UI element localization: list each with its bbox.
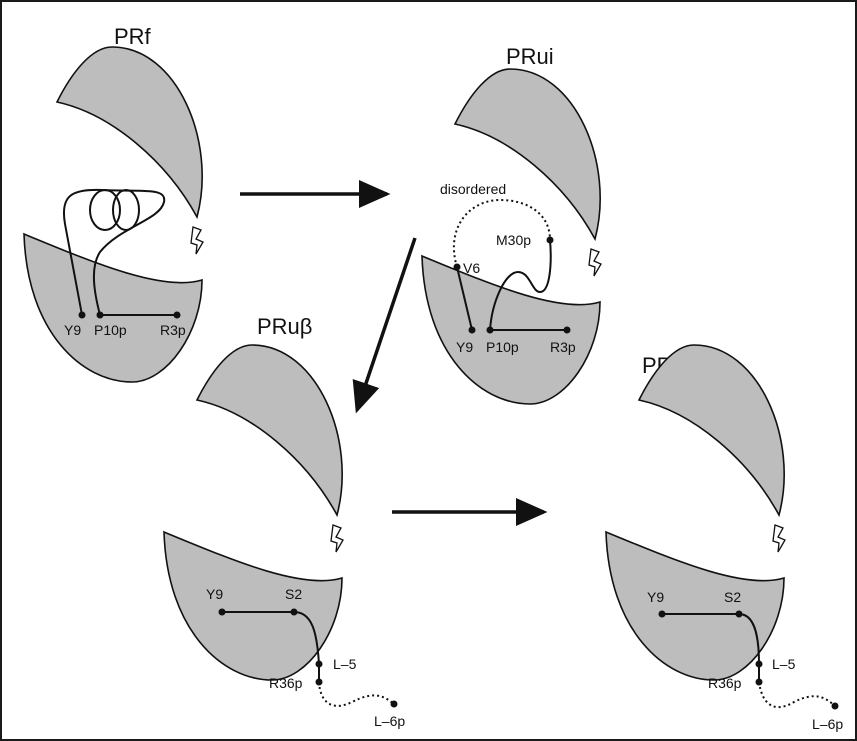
hinge-bolt-icon	[190, 226, 204, 255]
lower-lobe	[163, 531, 343, 681]
hinge-bolt-icon	[588, 248, 602, 277]
lower-lobe	[23, 233, 203, 383]
helix-turn	[89, 189, 121, 231]
residue-dot	[390, 700, 398, 708]
residue-label-r36p: R36p	[708, 675, 742, 691]
residue-dot	[290, 608, 298, 616]
residue-dot	[486, 326, 494, 334]
residue-label-p10p: P10p	[486, 339, 519, 355]
panel-prf: PRf Y9 P10p R3p	[23, 24, 204, 383]
residue-label-r3p: R3p	[160, 322, 186, 338]
upper-lobe	[638, 344, 785, 516]
panel-prua: PRuα Y9 S2 L–5 R36p L–6p	[605, 344, 843, 732]
residue-dot	[173, 311, 181, 319]
residue-label-p10p: P10p	[94, 322, 127, 338]
residue-label-l6p: L–6p	[374, 713, 405, 729]
helix-turn	[112, 189, 140, 231]
residue-dot	[315, 678, 323, 686]
panel-title-prui: PRui	[506, 44, 554, 69]
disordered-tail	[318, 681, 395, 707]
hinge-bolt-icon	[330, 524, 344, 553]
residue-label-l6p: L–6p	[812, 716, 843, 732]
panel-prui: PRui disordered M30p V6 Y9 P10p R3p	[421, 44, 602, 405]
hinge-bolt-icon	[772, 524, 786, 553]
panel-prub: PRuβ Y9 S2 L–5 R36p L–6p	[163, 314, 405, 729]
peptide-chain	[62, 188, 177, 316]
residue-dot	[96, 311, 104, 319]
residue-label-y9: Y9	[647, 589, 664, 605]
residue-label-l5: L–5	[333, 656, 357, 672]
residue-dot	[468, 326, 476, 334]
residue-label-r36p: R36p	[269, 675, 303, 691]
residue-label-y9: Y9	[206, 586, 223, 602]
residue-label-v6: V6	[463, 260, 480, 276]
residue-dot	[735, 610, 743, 618]
residue-dot	[315, 660, 323, 668]
residue-label-r3p: R3p	[550, 339, 576, 355]
residue-label-y9: Y9	[456, 339, 473, 355]
residue-dot	[831, 702, 839, 710]
residue-dot	[546, 236, 554, 244]
residue-dot	[218, 608, 226, 616]
lower-lobe	[605, 531, 785, 681]
residue-label-s2: S2	[285, 586, 302, 602]
residue-label-y9: Y9	[64, 322, 81, 338]
residue-dot	[755, 678, 763, 686]
residue-dot	[78, 311, 86, 319]
disordered-tail	[758, 681, 836, 709]
residue-dot	[563, 326, 571, 334]
label-disordered: disordered	[440, 181, 506, 197]
panel-title-prub: PRuβ	[257, 314, 312, 339]
residue-label-s2: S2	[724, 589, 741, 605]
residue-dot	[755, 660, 763, 668]
residue-label-m30p: M30p	[496, 232, 531, 248]
residue-dot	[658, 610, 666, 618]
peptide-chain	[456, 266, 473, 331]
panel-title-prf: PRf	[114, 24, 152, 49]
upper-lobe	[454, 68, 601, 240]
residue-dot	[453, 263, 461, 271]
peptide-chain-loop	[489, 239, 552, 331]
transition-arrow	[352, 237, 417, 414]
residue-label-l5: L–5	[772, 656, 796, 672]
upper-lobe	[196, 344, 343, 516]
